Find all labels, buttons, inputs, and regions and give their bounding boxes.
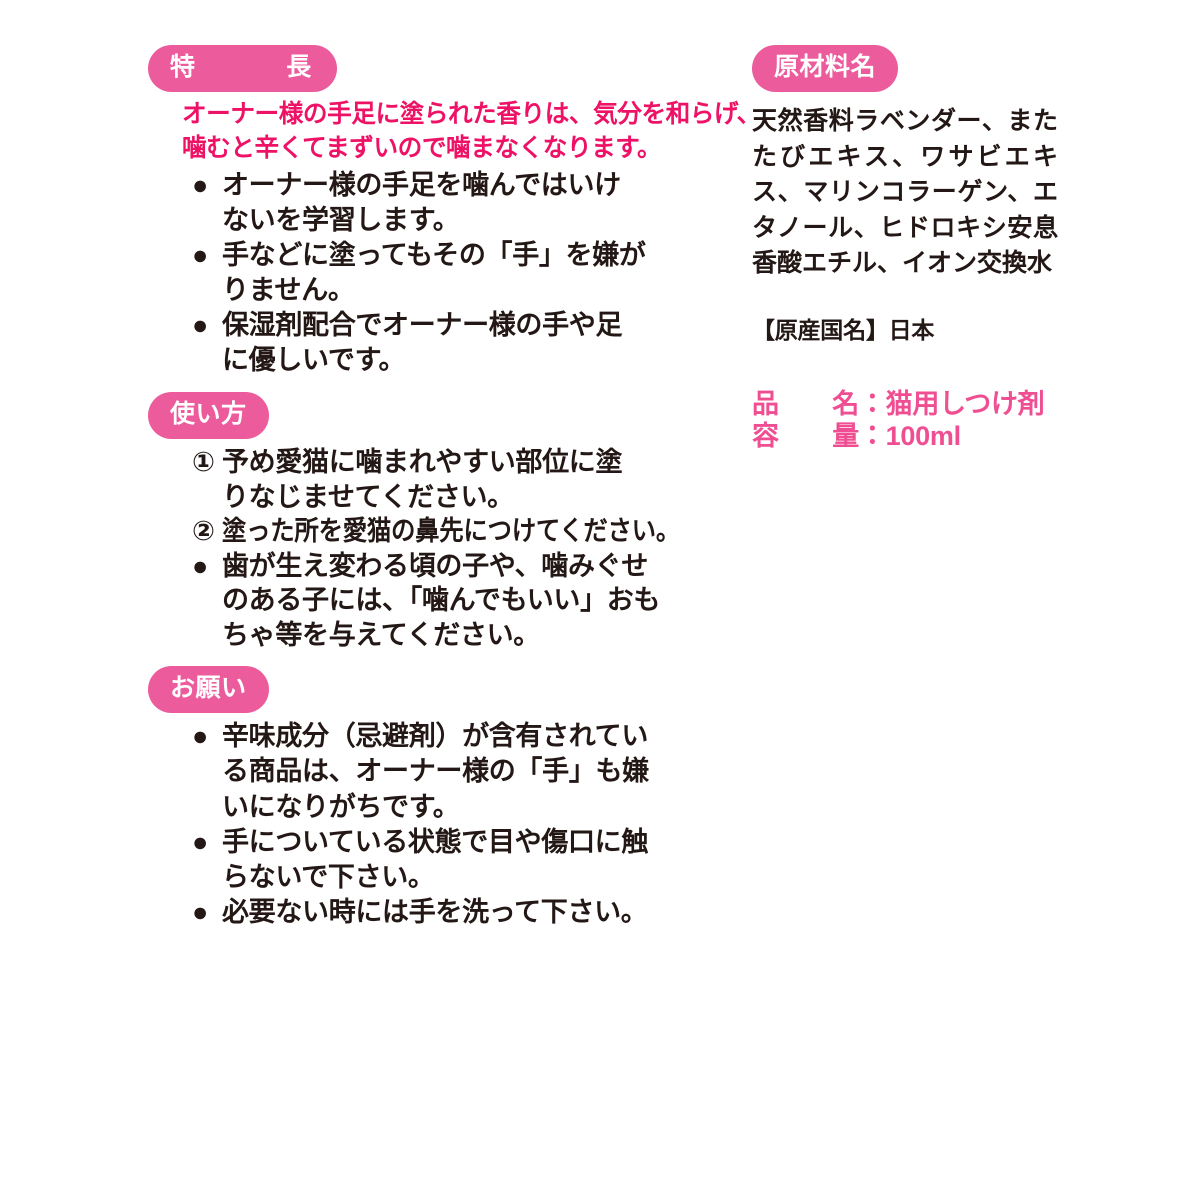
features-lead-line: 噛むと辛くてまずいので噛まなくなります。 bbox=[182, 133, 662, 162]
bullet-marker-icon: ● bbox=[192, 169, 208, 200]
text-line: のある子には、「噛んでもいい」おも bbox=[222, 585, 661, 616]
text-line: 予め愛猫に噛まれやすい部位に塗 bbox=[222, 447, 623, 478]
text-line: ちゃ等を与えてください。 bbox=[222, 619, 540, 650]
text-line: 手などに塗ってもその「手」を嫌が bbox=[222, 239, 646, 270]
list-item-text: 手などに塗ってもその「手」を嫌が りません。 bbox=[222, 238, 708, 308]
text-line: りなじませてください。 bbox=[222, 481, 514, 512]
product-volume-row: 容 量：100ml bbox=[752, 420, 961, 451]
text-line: 歯が生え変わる頃の子や、噛みぐせ bbox=[222, 550, 649, 581]
step-number-1: ① bbox=[192, 447, 215, 478]
list-item: ● 歯が生え変わる頃の子や、噛みぐせ のある子には、「噛んでもいい」おも ちゃ等… bbox=[192, 549, 708, 653]
list-item-text: 歯が生え変わる頃の子や、噛みぐせ のある子には、「噛んでもいい」おも ちゃ等を与… bbox=[222, 549, 708, 653]
list-item-text: 塗った所を愛猫の鼻先につけてください。 bbox=[222, 514, 708, 549]
list-item-text: 必要ない時には手を洗って下さい。 bbox=[222, 895, 708, 930]
right-column: 原材料名 天然香料ラベンダー、またたびエキス、ワサビエキス、マリンコラーゲン、エ… bbox=[752, 45, 1062, 452]
text-line: 辛味成分（忌避剤）が含有されてい bbox=[222, 721, 649, 752]
text-line: らないで下さい。 bbox=[222, 861, 435, 892]
bullet-marker-icon: ● bbox=[192, 550, 208, 581]
ingredients-text: 天然香料ラベンダー、またたびエキス、ワサビエキス、マリンコラーゲン、エタノール、… bbox=[752, 107, 1058, 277]
features-bullet-list: ● オーナー様の手足を噛んではいけ ないを学習します。 ● 手などに塗ってもその… bbox=[148, 168, 708, 379]
list-item: ● オーナー様の手足を噛んではいけ ないを学習します。 bbox=[192, 168, 708, 238]
text-line: 塗った所を愛猫の鼻先につけてください。 bbox=[222, 516, 680, 547]
bullet-marker-icon: ● bbox=[192, 826, 208, 857]
bullet-marker-icon: ● bbox=[192, 309, 208, 340]
text-line: りません。 bbox=[222, 274, 355, 305]
bullet-marker-icon: ● bbox=[192, 239, 208, 270]
bullet-marker-icon: ● bbox=[192, 721, 208, 752]
list-item: ● 必要ない時には手を洗って下さい。 bbox=[192, 895, 708, 930]
how-to-use-list: ① 予め愛猫に噛まれやすい部位に塗 りなじませてください。 ② 塗った所を愛猫の… bbox=[148, 445, 708, 652]
list-item: ● 手などに塗ってもその「手」を嫌が りません。 bbox=[192, 238, 708, 308]
section-how-to-use: 使い方 ① 予め愛猫に噛まれやすい部位に塗 りなじませてください。 ② 塗った所… bbox=[148, 392, 708, 652]
features-lead-line: オーナー様の手足に塗られた香りは、気分を和らげ、 bbox=[182, 100, 761, 128]
list-item: ② 塗った所を愛猫の鼻先につけてください。 bbox=[192, 514, 708, 549]
section-請求-notes: お願い ● 辛味成分（忌避剤）が含有されてい る商品は、オーナー様の「手」も嫌 … bbox=[148, 666, 708, 930]
section-badge-request: お願い bbox=[148, 666, 269, 714]
step-number-2: ② bbox=[192, 516, 215, 547]
text-line: ないを学習します。 bbox=[222, 204, 460, 235]
list-item-text: 保湿剤配合でオーナー様の手や足 に優しいです。 bbox=[222, 308, 708, 378]
list-item: ● 手についている状態で目や傷口に触 らないで下さい。 bbox=[192, 825, 708, 895]
list-item: ● 辛味成分（忌避剤）が含有されてい る商品は、オーナー様の「手」も嫌 いになり… bbox=[192, 719, 708, 824]
text-line: いになりがちです。 bbox=[222, 791, 460, 822]
country-of-origin: 【原産国名】日本 bbox=[752, 316, 935, 343]
list-item-text: 辛味成分（忌避剤）が含有されてい る商品は、オーナー様の「手」も嫌 いになりがち… bbox=[222, 719, 708, 824]
list-item-text: オーナー様の手足を噛んではいけ ないを学習します。 bbox=[222, 168, 708, 238]
section-features: 特 長 オーナー様の手足に塗られた香りは、気分を和らげ、 噛むと辛くてまずいので… bbox=[148, 45, 761, 379]
features-lead-text: オーナー様の手足に塗られた香りは、気分を和らげ、 噛むと辛くてまずいので噛まなく… bbox=[182, 98, 761, 166]
section-badge-features: 特 長 bbox=[148, 45, 338, 92]
list-item-text: 予め愛猫に噛まれやすい部位に塗 りなじませてください。 bbox=[222, 445, 708, 514]
list-item: ① 予め愛猫に噛まれやすい部位に塗 りなじませてください。 bbox=[192, 445, 708, 514]
text-line: に優しいです。 bbox=[222, 344, 406, 375]
product-name-row: 品 名：猫用しつけ剤 bbox=[752, 389, 1045, 420]
product-info: 品 名：猫用しつけ剤 容 量：100ml bbox=[752, 389, 1062, 452]
text-line: 保湿剤配合でオーナー様の手や足 bbox=[222, 309, 623, 340]
text-line: 手についている状態で目や傷口に触 bbox=[222, 826, 649, 857]
text-line: る商品は、オーナー様の「手」も嫌 bbox=[222, 756, 649, 787]
left-column: 特 長 オーナー様の手足に塗られた香りは、気分を和らげ、 噛むと辛くてまずいので… bbox=[148, 45, 761, 930]
list-item: ● 保湿剤配合でオーナー様の手や足 に優しいです。 bbox=[192, 308, 708, 378]
list-item-text: 手についている状態で目や傷口に触 らないで下さい。 bbox=[222, 825, 708, 895]
bullet-marker-icon: ● bbox=[192, 896, 208, 927]
text-line: 必要ない時には手を洗って下さい。 bbox=[222, 896, 648, 927]
request-bullet-list: ● 辛味成分（忌避剤）が含有されてい る商品は、オーナー様の「手」も嫌 いになり… bbox=[148, 719, 708, 930]
text-line: オーナー様の手足を噛んではいけ bbox=[222, 169, 621, 200]
section-badge-how-to-use: 使い方 bbox=[148, 392, 269, 440]
section-badge-ingredients: 原材料名 bbox=[752, 45, 899, 92]
